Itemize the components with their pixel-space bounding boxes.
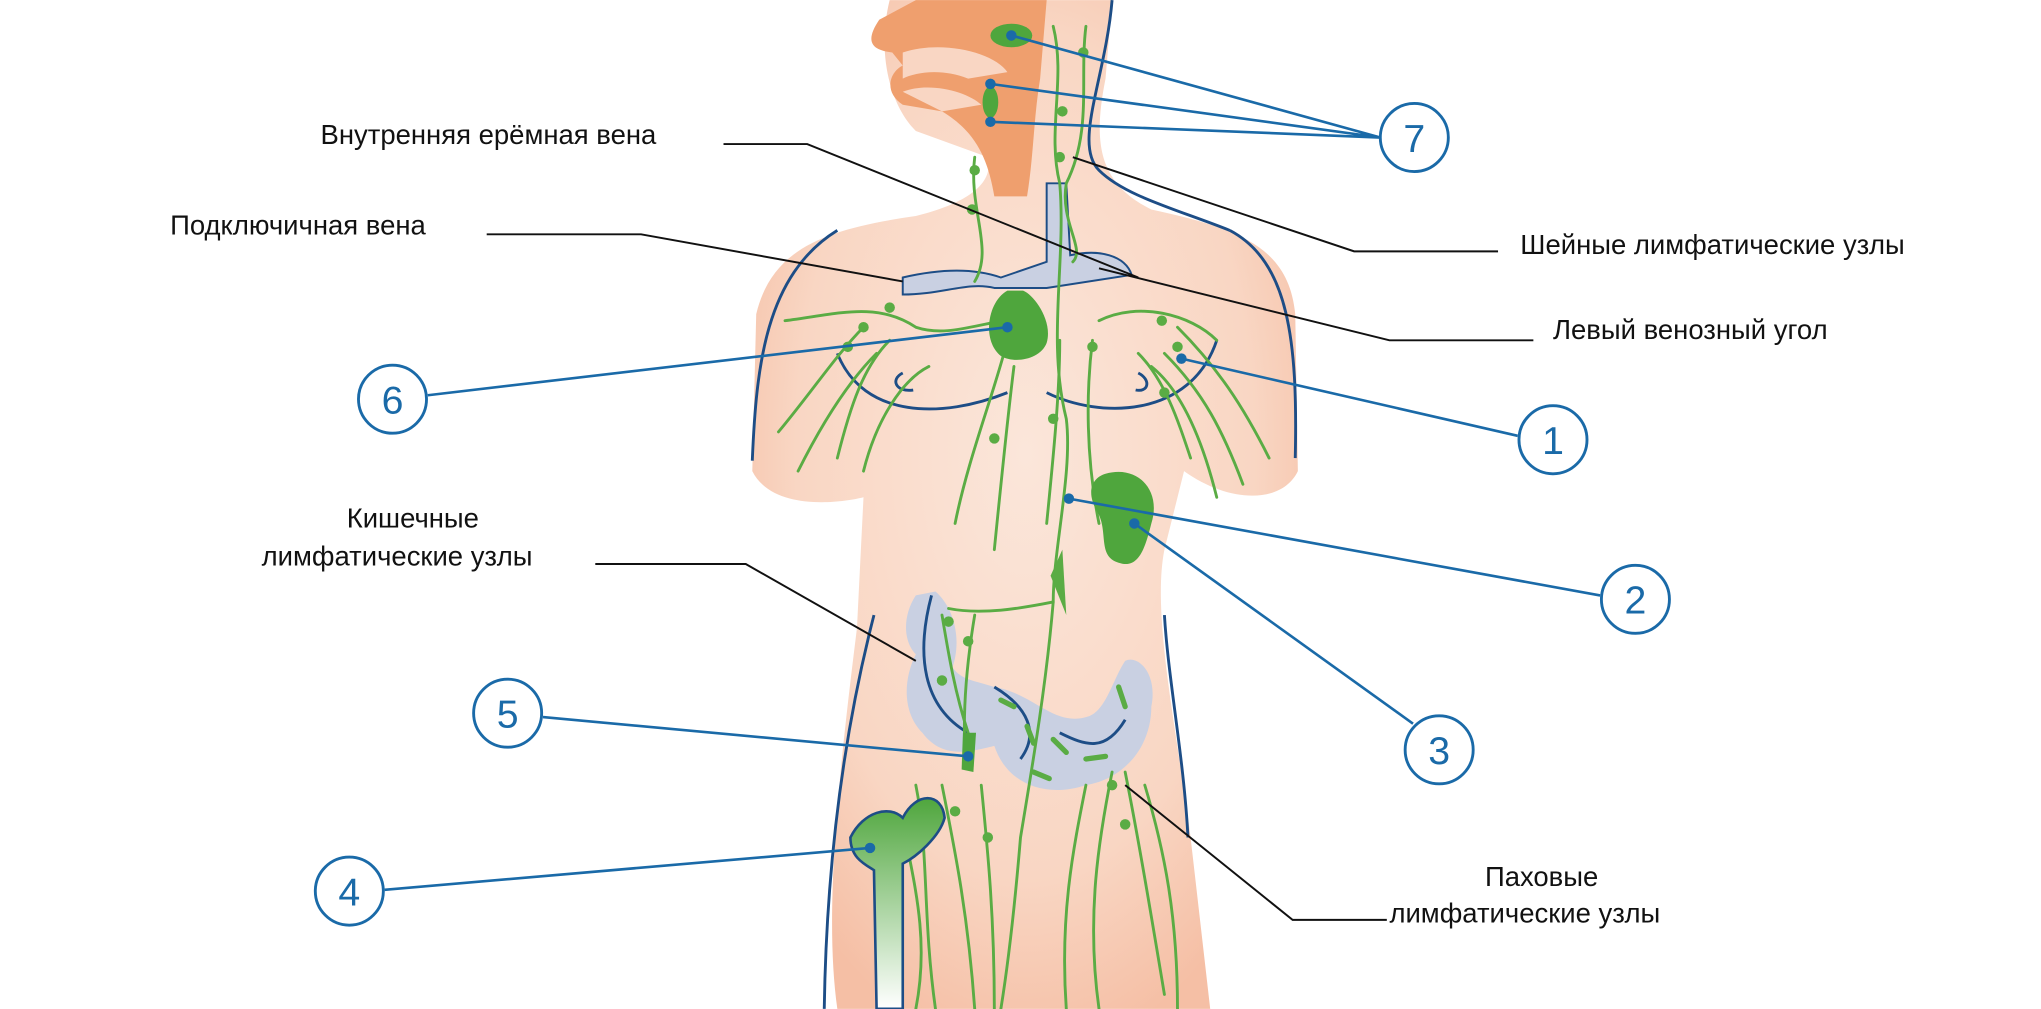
svg-text:4: 4 <box>338 870 360 914</box>
torso-outline-left <box>822 614 876 1009</box>
nipple-right <box>1135 371 1149 392</box>
marker-2: 2 <box>1599 563 1671 635</box>
intestinal-lymph-dashes <box>998 684 1128 782</box>
adenoid-organ <box>982 86 999 118</box>
label-intestinal-nodes-1: Кишечные <box>347 502 479 533</box>
chest-outline <box>835 339 1219 411</box>
spleen-organ <box>1091 471 1154 564</box>
label-intestinal-nodes-2: лимфатические узлы <box>262 540 533 571</box>
label-inguinal-nodes-2: лимфатические узлы <box>1389 898 1660 929</box>
body-outline-left <box>750 229 839 461</box>
label-inguinal-nodes-1: Паховые <box>1485 861 1598 892</box>
nipple-left <box>894 371 914 392</box>
thymus-organ <box>989 290 1048 360</box>
label-subclavian-vein: Подключичная вена <box>170 209 426 240</box>
svg-text:6: 6 <box>382 378 404 422</box>
marker-leaders <box>384 30 1601 892</box>
svg-text:5: 5 <box>497 692 519 736</box>
marker-1: 1 <box>1517 404 1589 476</box>
mouth-cavity <box>902 47 1008 112</box>
svg-text:3: 3 <box>1428 729 1450 773</box>
leader-cervical-nodes <box>1072 156 1499 253</box>
marker-3: 3 <box>1403 714 1475 786</box>
torso-outline-right <box>1162 614 1190 838</box>
body-outline-right <box>1229 229 1298 459</box>
svg-text:7: 7 <box>1403 117 1425 161</box>
svg-text:1: 1 <box>1542 419 1564 463</box>
label-jugular-vein: Внутренняя ерёмная вена <box>321 119 657 150</box>
jugular-vein <box>901 182 1134 296</box>
leader-inguinal-nodes <box>1124 784 1387 921</box>
leader-subclavian-vein <box>486 233 903 283</box>
marker-5: 5 <box>472 677 544 749</box>
marker-7: 7 <box>1378 102 1450 173</box>
marker-4: 4 <box>313 855 385 927</box>
neck-outline <box>1087 0 1231 232</box>
label-left-venous-angle: Левый венозный угол <box>1553 314 1828 345</box>
svg-text:2: 2 <box>1624 579 1646 623</box>
marker-6: 6 <box>357 363 428 435</box>
leader-left-venous-angle <box>1098 267 1534 342</box>
leader-jugular-vein <box>723 143 1139 279</box>
body-silhouette <box>752 0 1298 1009</box>
leader-intestinal-nodes <box>595 563 917 662</box>
intestine-outline <box>922 595 1127 760</box>
label-cervical-nodes: Шейные лимфатические узлы <box>1520 229 1904 260</box>
